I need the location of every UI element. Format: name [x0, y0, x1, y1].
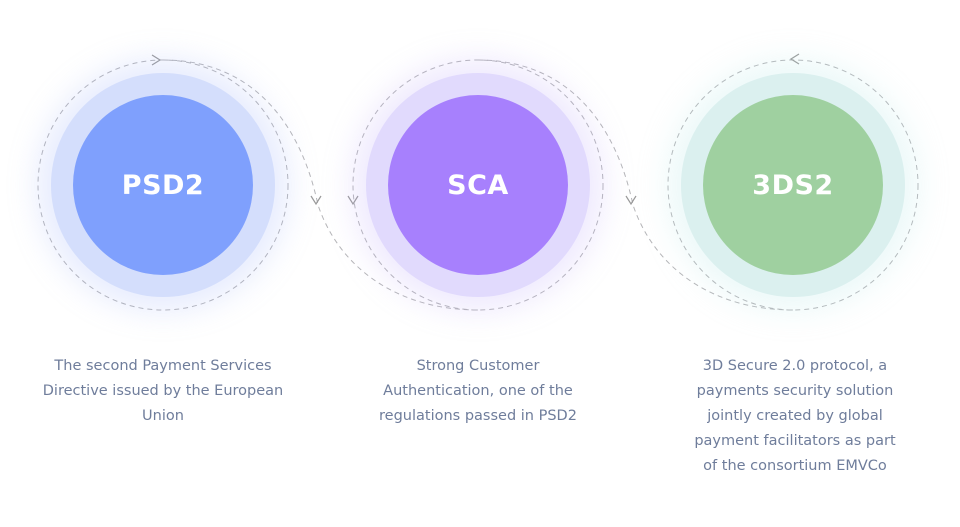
arrow-icon [151, 54, 162, 66]
step-label: 3DS2 [703, 95, 883, 275]
arrow-icon [789, 53, 800, 65]
step-sca: SCA [366, 73, 590, 297]
step-label: SCA [388, 95, 568, 275]
step-description: 3D Secure 2.0 protocol, a payments secur… [694, 358, 896, 474]
arrow-icon [625, 195, 637, 206]
step-psd2: PSD2 [51, 73, 275, 297]
step-label: PSD2 [73, 95, 253, 275]
arrow-icon [347, 195, 359, 206]
step-3ds2: 3DS2 [681, 73, 905, 297]
step-description: Strong Customer Authentication, one of t… [379, 358, 577, 424]
step-description: The second Payment Services Directive is… [42, 358, 284, 424]
arrow-icon [310, 195, 322, 206]
